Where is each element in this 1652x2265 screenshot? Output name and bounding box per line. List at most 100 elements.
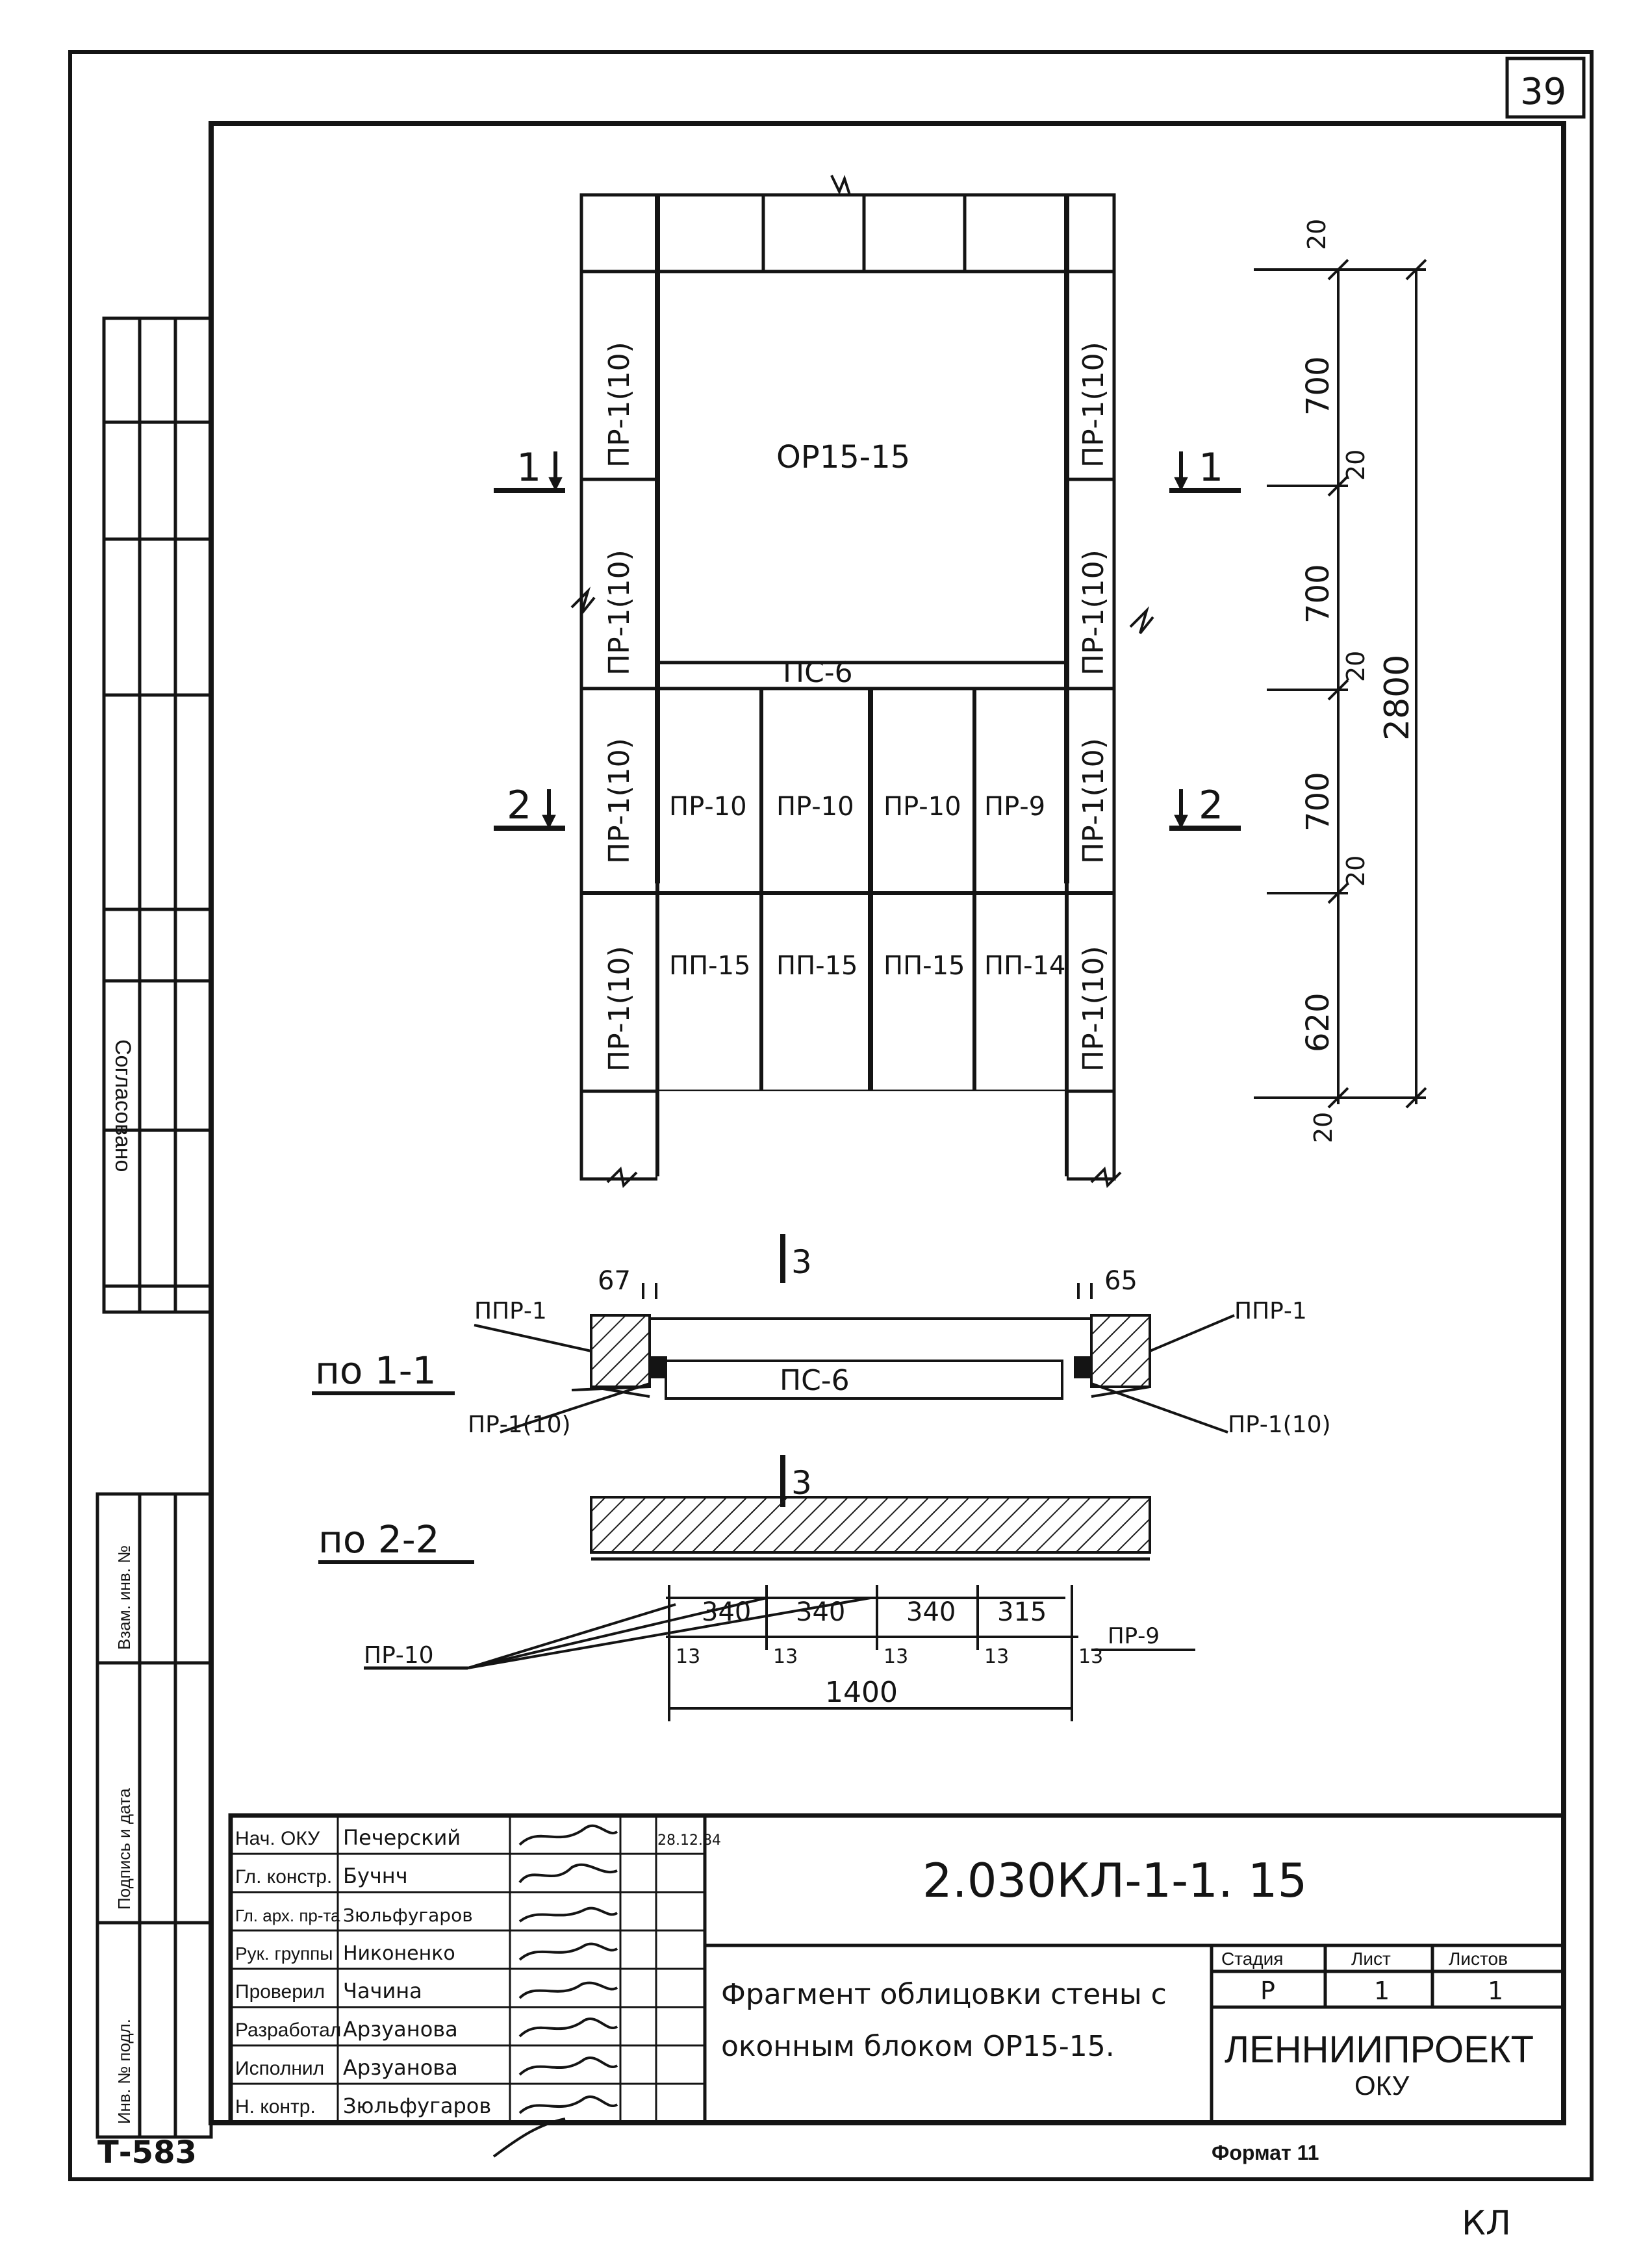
staff-role-8: Н. контр. [235,2096,316,2118]
sheet-header: Лист [1351,1949,1391,1969]
staff-role-6: Разработал [235,2019,341,2041]
section-2-2-label-right: ПР-9 [1108,1623,1160,1649]
dim-v-700-3: 700 [1300,772,1336,831]
section-2-2-dim-4: 315 [997,1597,1047,1627]
section-2-2-dim-1: 340 [702,1597,751,1627]
section-1-1-label-right-bottom: ПР-1(10) [1228,1411,1331,1438]
section-1-1-title: по 1-1 [315,1348,437,1393]
page-number: 39 [1520,71,1566,113]
section-1-1-label-left-top: ППР-1 [474,1298,547,1324]
description-line-1: Фрагмент облицовки стены с [721,1978,1167,2011]
section-1-1 [312,1283,1235,1434]
left-panel-label-1: ПР-1(10) [603,342,636,468]
panel-label-lower-3: ПП-15 [883,951,965,981]
staff-role-2: Гл. констр. [235,1866,332,1888]
panel-label-upper-4: ПР-9 [984,792,1045,822]
side-col-inv: Инв. № подл. [114,2019,134,2124]
section-2-2-dim-3: 340 [906,1597,956,1627]
sheets-value: 1 [1488,1977,1503,2005]
section-2-2-joint-5: 13 [1078,1645,1103,1668]
archive-code: Т-583 [97,2134,197,2171]
left-panel-label-4: ПР-1(10) [603,946,636,1072]
left-panel-label-3: ПР-1(10) [603,738,636,864]
cut-mark-2-right: 2 [1199,783,1223,828]
stage-value: Р [1260,1977,1275,2005]
staff-name-3: Зюльфугаров [343,1904,473,1926]
staff-name-4: Никоненко [343,1942,455,1965]
staff-name-2: Бучнч [343,1864,408,1888]
elevation-drawing [570,175,1154,1189]
section-2-2-title: по 2-2 [318,1517,440,1562]
panel-label-lower-4: ПП-14 [984,951,1066,981]
right-panel-label-4: ПР-1(10) [1077,946,1110,1072]
window-block-label: ОР15-15 [776,439,910,475]
panel-label-upper-3: ПР-10 [883,792,961,822]
staff-name-1: Печерский [343,1825,461,1850]
section-2-2-label-left: ПР-10 [364,1642,434,1669]
staff-role-1: Нач. ОКУ [235,1828,320,1849]
section-2-2-joint-4: 13 [984,1645,1009,1668]
cut-marks [494,451,1241,1507]
approval-date: 28.12.84 [657,1832,721,1849]
panel-label-lower-1: ПП-15 [669,951,751,981]
title-block-grid [228,1813,1566,2125]
section-2-2-joint-1: 13 [676,1645,700,1668]
section-1-1-label-right-top: ППР-1 [1234,1298,1307,1324]
section-2-2-joint-3: 13 [883,1645,908,1668]
cut-mark-1-right: 1 [1199,445,1223,490]
section-2-2-dim-2: 340 [796,1597,845,1627]
cut-mark-2-left: 2 [507,783,531,828]
corner-mark: КЛ [1462,2204,1511,2243]
section-2-2-joint-2: 13 [773,1645,798,1668]
panel-label-upper-1: ПР-10 [669,792,747,822]
dim-v-700-1: 700 [1300,356,1336,416]
staff-role-3: Гл. арх. пр-та [235,1906,340,1925]
panel-label-lower-2: ПП-15 [776,951,858,981]
outer-border [68,50,1594,2181]
right-panel-label-3: ПР-1(10) [1077,738,1110,864]
side-approval-stamp [95,316,213,2139]
dim-v-20-2: 20 [1341,449,1370,481]
side-col-replace: Взам. инв. № [114,1545,134,1650]
signatures [492,1824,618,2158]
organization: ЛЕННИИПРОЕКТ [1225,2029,1534,2071]
section-1-1-dim-left: 67 [598,1266,631,1296]
format-label: Формат 11 [1212,2141,1319,2164]
staff-name-8: Зюльфугаров [343,2094,491,2118]
cut-mark-1-left: 1 [516,445,541,490]
staff-role-5: Проверил [235,1981,325,2003]
lintel-label: ПС-6 [783,656,853,689]
side-col-sign: Подпись и дата [114,1788,134,1910]
staff-name-7: Арзуанова [343,2055,458,2080]
right-panel-label-1: ПР-1(10) [1077,342,1110,468]
cut-mark-3-top: 3 [791,1243,812,1281]
dim-v-20-top: 20 [1303,219,1331,250]
designation: 2.030КЛ-1-1. 15 [922,1853,1307,1908]
sheets-header: Листов [1449,1949,1508,1969]
stage-header: Стадия [1221,1949,1283,1969]
staff-name-6: Арзуанова [343,2017,458,2042]
staff-role-4: Рук. группы [235,1943,333,1964]
sheet-value: 1 [1374,1977,1390,2005]
panel-label-upper-2: ПР-10 [776,792,854,822]
staff-role-7: Исполнил [235,2058,324,2079]
dim-v-total: 2800 [1378,655,1417,740]
side-label-agreed: Согласовано [110,1039,135,1172]
dim-v-620: 620 [1300,993,1336,1052]
title-block-staff: Нач. ОКУ Печерский Гл. констр. Бучнч Гл.… [235,1825,721,2118]
right-panel-label-2: ПР-1(10) [1077,550,1110,676]
dim-v-20-bottom: 20 [1309,1112,1338,1143]
section-1-1-label-left-bottom: ПР-1(10) [468,1411,571,1438]
section-2-2-total: 1400 [825,1676,898,1709]
section-2-2 [318,1496,1195,1721]
vertical-dimension-chain [1254,259,1427,1109]
description-line-2: оконным блоком ОР15-15. [721,2030,1115,2063]
cut-mark-3-bottom: 3 [791,1464,812,1502]
section-1-1-dim-right: 65 [1104,1266,1137,1296]
department: ОКУ [1354,2070,1410,2101]
staff-name-5: Чачина [343,1979,422,2003]
section-1-1-center-label: ПС-6 [780,1364,850,1397]
left-panel-label-2: ПР-1(10) [603,550,636,676]
dim-v-20-4: 20 [1341,855,1370,887]
dim-v-20-3: 20 [1341,651,1370,682]
